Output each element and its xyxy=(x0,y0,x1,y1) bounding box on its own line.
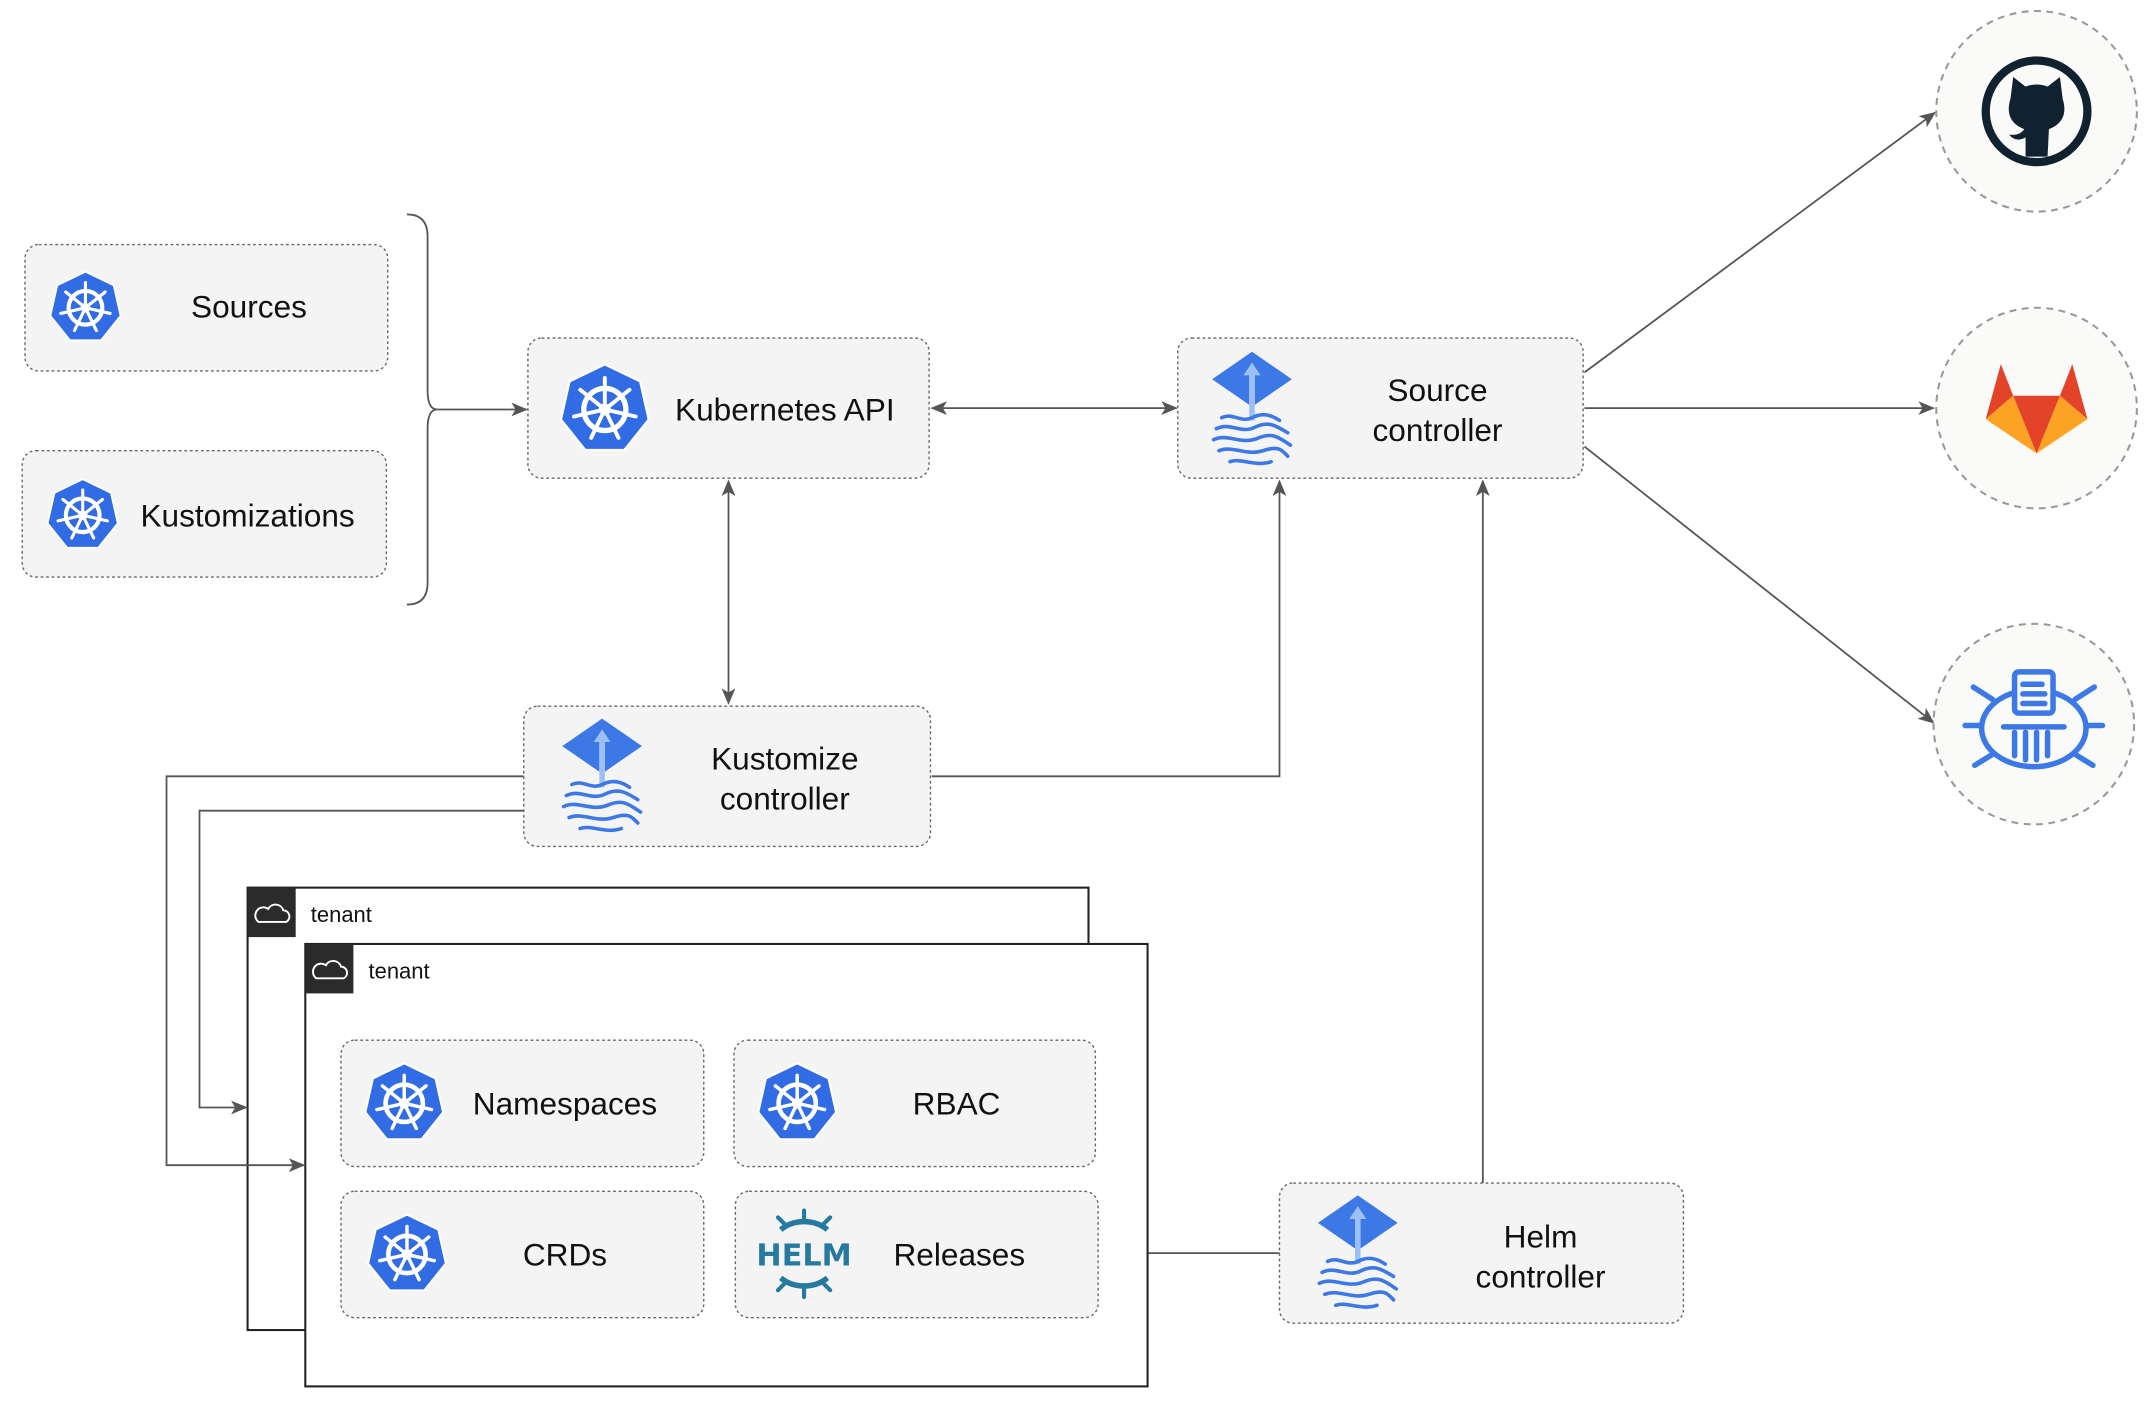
node-label: Kustomizations xyxy=(140,497,354,533)
node-label: controller xyxy=(1373,412,1503,448)
node-label: controller xyxy=(720,780,850,816)
tenant-label: tenant xyxy=(369,958,430,983)
cloud-icon xyxy=(312,959,349,980)
node-namespaces[interactable]: Namespaces xyxy=(340,1039,705,1168)
node-label: Helm xyxy=(1504,1219,1578,1255)
edge-source-to-github xyxy=(1583,111,1936,374)
node-label: CRDs xyxy=(523,1236,607,1272)
node-label: Source xyxy=(1387,372,1487,408)
node-source-controller[interactable]: Source controller xyxy=(1177,337,1584,479)
node-helm-controller[interactable]: Helm controller xyxy=(1278,1182,1685,1324)
node-label: controller xyxy=(1476,1258,1606,1294)
gitlab-source[interactable] xyxy=(1935,306,2138,510)
node-kustomizations[interactable]: Kustomizations xyxy=(21,449,388,578)
cloud-icon xyxy=(254,903,291,923)
edge-source-to-bucket xyxy=(1583,445,1935,724)
node-label: Releases xyxy=(893,1236,1025,1272)
github-source[interactable] xyxy=(1935,9,2138,213)
edge-kustomize-to-tenant-front xyxy=(165,775,524,1173)
bucket-icon xyxy=(1962,669,2106,770)
svg-text:HELM: HELM xyxy=(756,1238,851,1273)
node-label: Kubernetes API xyxy=(675,391,895,427)
edge-kustomize-to-source xyxy=(931,479,1287,778)
node-crds[interactable]: CRDs xyxy=(340,1190,705,1319)
node-kustomize-controller[interactable]: Kustomize controller xyxy=(523,705,932,848)
node-label: Kustomize xyxy=(711,740,858,776)
node-label: Sources xyxy=(191,288,307,324)
node-label: Namespaces xyxy=(473,1085,657,1121)
github-icon xyxy=(1981,56,2092,167)
node-rbac[interactable]: RBAC xyxy=(733,1039,1097,1168)
node-kubernetes-api[interactable]: Kubernetes API xyxy=(527,337,930,479)
sources-brace xyxy=(406,213,438,606)
node-label: RBAC xyxy=(913,1085,1001,1121)
edge-kustomize-to-tenant-back xyxy=(198,809,524,1115)
helm-icon: HELM xyxy=(756,1208,852,1300)
bucket-source[interactable] xyxy=(1932,622,2136,826)
node-sources[interactable]: Sources xyxy=(24,243,389,372)
gitlab-icon xyxy=(1985,364,2088,454)
tenant-label: tenant xyxy=(311,902,372,927)
node-releases[interactable]: HELM Releases xyxy=(734,1190,1099,1319)
